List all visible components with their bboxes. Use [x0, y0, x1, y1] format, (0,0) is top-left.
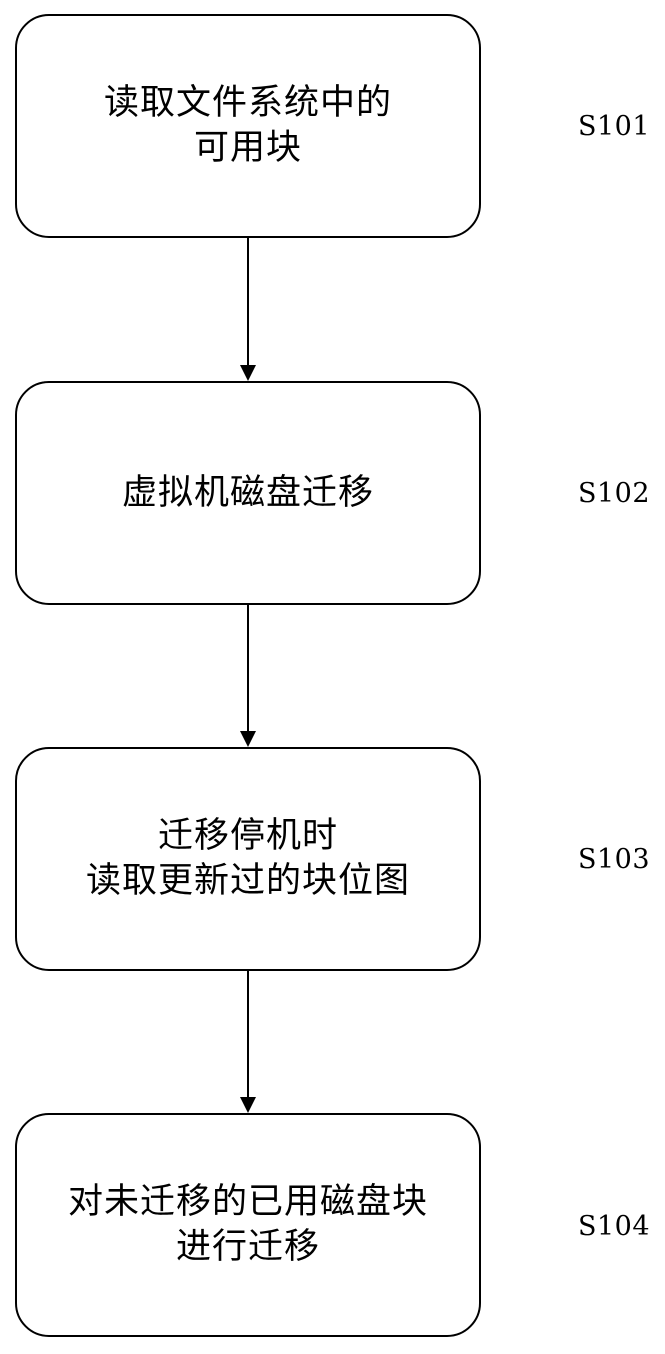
step-box-s102: 虚拟机磁盘迁移 [15, 381, 481, 605]
step-code-s103: S103 [578, 844, 651, 875]
arrowhead-s103 [240, 731, 256, 747]
step-s101-line-2: 可用块 [193, 128, 302, 168]
step-s103-line-2: 读取更新过的块位图 [85, 861, 410, 901]
step-s102-line-1: 虚拟机磁盘迁移 [121, 472, 374, 513]
step-code-s104: S104 [578, 1211, 651, 1242]
step-box-s104: 对未迁移的已用磁盘块 进行迁移 [15, 1113, 481, 1337]
arrowhead-s102 [240, 365, 256, 381]
step-box-s103: 迁移停机时 读取更新过的块位图 [15, 747, 481, 971]
step-s103-line-1: 迁移停机时 [157, 816, 338, 856]
step-code-s102: S102 [578, 478, 651, 509]
step-s104-line-2: 进行迁移 [175, 1227, 320, 1267]
step-s104-line-1: 对未迁移的已用磁盘块 [67, 1182, 428, 1222]
arrowhead-s104 [240, 1097, 256, 1113]
step-s101-line-1: 读取文件系统中的 [103, 83, 392, 123]
step-code-s101: S101 [578, 111, 651, 142]
step-box-s101: 读取文件系统中的 可用块 [15, 14, 481, 238]
